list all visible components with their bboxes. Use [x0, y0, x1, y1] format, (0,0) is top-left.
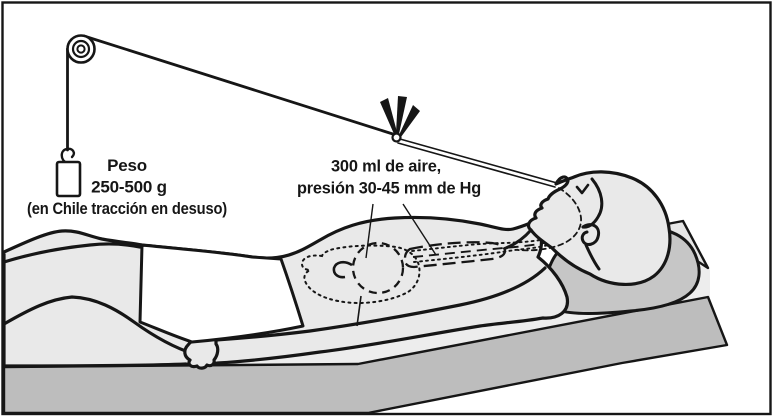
leader-to-gastric-balloon [365, 203, 374, 259]
cheek-line [581, 177, 604, 229]
stomach-bottom-line [356, 295, 362, 327]
neck-front-line [504, 228, 533, 250]
traction-weight [55, 147, 82, 198]
closed-eye [575, 183, 590, 195]
leader-to-esophageal-balloon [402, 203, 437, 256]
ear [580, 223, 601, 246]
hand [183, 336, 220, 370]
weight-body [55, 160, 82, 198]
weight-label-line2: 250-500 g [91, 178, 167, 197]
gastric-balloon [351, 241, 405, 295]
leader-lines [365, 203, 437, 259]
nasal-tube-outer-line1 [399, 138, 558, 184]
cord-tube-junction-clamp [380, 96, 420, 137]
traction-cord [82, 34, 398, 137]
nasal-tube-outer-line2 [397, 142, 556, 188]
calf-line [2, 295, 196, 356]
weight-hook [60, 147, 75, 165]
head-outline [526, 170, 672, 286]
esophageal-balloon [403, 241, 507, 269]
junction-ring [391, 132, 402, 143]
traction-system [55, 34, 558, 198]
labels: Peso 250-500 g (en Chile tracción en des… [27, 156, 481, 218]
shorts [138, 243, 305, 344]
second-leg-line [2, 242, 142, 264]
arm-top-line [214, 266, 547, 342]
intranasal-tube-dashed [517, 187, 582, 252]
balloon-label-line1: 300 ml de aire, [331, 157, 441, 176]
weight-label-line1: Peso [107, 156, 147, 175]
balloon-label-line2: presión 30-45 mm de Hg [297, 179, 481, 198]
patient-head [504, 170, 672, 286]
pulley [66, 34, 96, 64]
weight-label-line3: (en Chile tracción en desuso) [27, 199, 227, 218]
jaw-neck-line [584, 243, 601, 271]
pylorus-curl [332, 260, 353, 279]
stomach-outline [300, 244, 421, 304]
